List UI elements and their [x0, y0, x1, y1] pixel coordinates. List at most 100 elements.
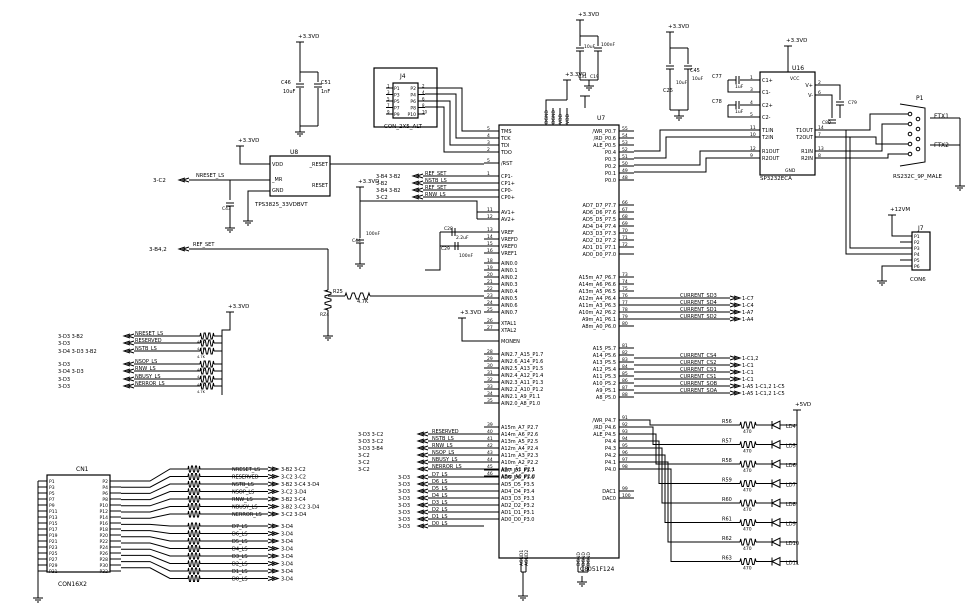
u7-left-pin-name: AV2+	[501, 217, 515, 223]
offpage-ref: 3-D4	[281, 577, 293, 583]
res-ref: R61	[722, 517, 732, 523]
j4-pin-name: P4	[410, 93, 416, 99]
resistor	[187, 567, 201, 575]
u16-pin-name: R2OUT	[762, 156, 780, 162]
led-drive-wire	[634, 461, 740, 543]
u7-left-pin-name: VREFD	[501, 237, 518, 243]
u7-right-pin-name: AD7_D7_P7.7	[583, 203, 616, 209]
cn1-pin-name: P30	[100, 563, 109, 569]
u7-left-pin-num: 35	[487, 398, 493, 404]
j7-pin-name: P5	[914, 258, 920, 264]
cn1-pin-name: P18	[100, 527, 109, 533]
net-name: CURRENT_SD3	[680, 293, 717, 299]
u7-left-pin-name: AIN0.5	[501, 296, 518, 302]
cn1-net-wire	[121, 523, 188, 527]
j4-tms-wire	[425, 87, 484, 132]
u7-right-pin-num: 74	[622, 279, 628, 285]
cn1-net-wire	[121, 476, 188, 488]
cap-ref: C26	[663, 88, 673, 94]
u16-pin-num: 6	[818, 90, 821, 96]
u7-left-pin-num: 5	[487, 158, 490, 164]
offpage-ref: 3-D3	[58, 384, 70, 390]
u7-bottom-pin-name: DGND	[581, 552, 587, 566]
net-name: RNW_LS	[432, 443, 453, 449]
u7-left-pin-name: AD1_D1_P3.1	[501, 510, 534, 516]
j4-pin-num: 5	[387, 97, 390, 102]
cn1-pin-name: P3	[49, 485, 55, 491]
net-name: REF_SET	[425, 171, 447, 177]
u7-left-pin-num: 45	[487, 464, 493, 470]
res-ref: R57	[722, 439, 732, 445]
u7-right-pin-name: A13m_A5_P6.5	[579, 289, 616, 295]
u16-pin-name: R2IN	[801, 156, 813, 162]
resistor	[187, 530, 201, 537]
u7-left-pin-num: 26	[487, 318, 493, 324]
net-name: REF_SET	[193, 242, 215, 248]
u7-right-pin-name: P4.1	[605, 460, 616, 466]
u7-part: C8051F124	[580, 566, 615, 573]
offpage-arrow	[729, 316, 738, 322]
u16-pin-name: C1+	[762, 78, 773, 84]
u7-left-pin-num: 16	[487, 248, 493, 254]
cap-val: 1nF	[321, 89, 330, 95]
u16-power-pin: GND	[785, 168, 796, 174]
offpage-ref: 3-B2 3-C4 3-D4	[281, 482, 319, 488]
offpage-arrow	[729, 362, 738, 368]
u16-pin-num: 11	[750, 125, 756, 131]
u16-pin-name: T2IN	[761, 135, 774, 141]
j7-body	[911, 231, 931, 271]
offpage-arrow	[729, 295, 738, 301]
u7-left-pin-name: AIN0.6	[501, 303, 518, 309]
offpage-arrow	[420, 481, 429, 487]
u7-left-pin-name: CP0+	[501, 195, 515, 201]
j4-pin-name: P5	[394, 99, 400, 105]
offpage-ref: 3-D3 3-C2	[358, 439, 383, 445]
offpage-arrow	[267, 481, 276, 487]
offpage-arrow	[271, 576, 280, 581]
wire	[891, 223, 900, 237]
u7-right-pin-num: 66	[622, 200, 628, 206]
u16-pin-num: 14	[818, 125, 824, 131]
resistor	[187, 510, 201, 518]
net-name: CURRENT_SOA	[680, 388, 718, 394]
offpage-arrow	[271, 466, 280, 472]
u7-right-pin-num: 68	[622, 214, 628, 220]
u7-left-pin-name: AD2_D2_P3.2	[501, 503, 534, 509]
wire	[461, 326, 484, 342]
u7-right-pin-num: 80	[622, 321, 628, 327]
u7-left-pin-num: 23	[487, 293, 493, 299]
net-name: CURRENT_CS3	[680, 367, 716, 373]
cn1-pin-name: P24	[100, 545, 109, 551]
u7-right-pin-num: 99	[622, 486, 628, 492]
u7-right-pin-num: 94	[622, 436, 628, 442]
cn1-net-wire	[121, 498, 188, 507]
cap-ref: C78	[712, 99, 722, 105]
offpage-ref: 3-D3	[398, 475, 410, 481]
cn1-net-wire	[121, 513, 188, 519]
u7-right-pin-name: A11m_A3_P6.3	[579, 303, 616, 309]
j4-pin-name: P7	[394, 106, 400, 112]
u7-left-pin-num: 19	[487, 265, 493, 271]
cn1-pin-name: P28	[100, 557, 109, 563]
u7-left-pin-name: TDI	[500, 143, 509, 149]
u16-pin-num: 2	[818, 80, 821, 86]
res-val: 470	[743, 429, 752, 435]
cn1-net-wire	[121, 483, 188, 494]
u7-right-pin-name: A14m_A6_P6.6	[579, 282, 616, 288]
resistor	[187, 503, 201, 510]
offpage-ref: 3-C2 3-C2	[281, 475, 306, 481]
u7-right-pin-num: 67	[622, 207, 628, 213]
cn1-pin-name: P32	[100, 569, 109, 575]
offpage-ref: 3-D3	[398, 503, 410, 509]
power-label: +3.3VD	[298, 34, 319, 40]
u7-left-pin-name: AIN0.7	[501, 310, 518, 316]
u7-left-pin-name: AD0_D0_P3.0	[501, 517, 534, 523]
cap-val: 10uF	[584, 44, 596, 50]
offpage-arrow	[416, 431, 425, 437]
u7-left-pin-num: 41	[487, 436, 493, 442]
u7-right-pin-num: 100	[622, 493, 631, 499]
res-val: 470	[743, 527, 752, 533]
offpage-arrow	[126, 340, 135, 346]
offpage-arrow	[271, 481, 280, 487]
net-name: D5_LS	[232, 539, 248, 545]
